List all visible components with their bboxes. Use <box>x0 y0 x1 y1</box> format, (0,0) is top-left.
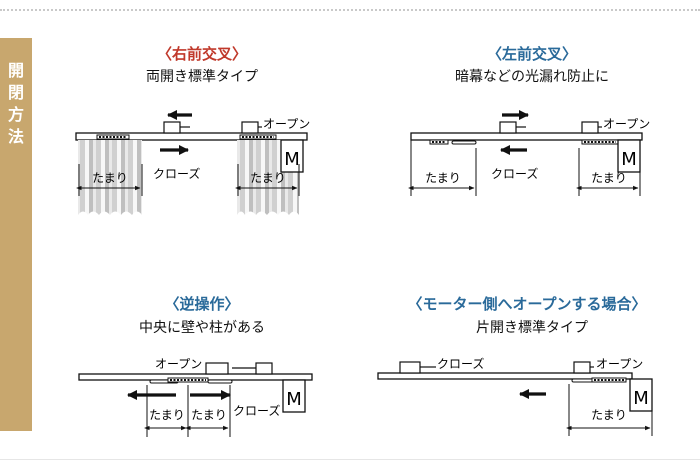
left-cross-subtitle: 暗幕などの光漏れ防止に <box>455 69 609 85</box>
open-label: オープン <box>596 357 643 371</box>
top-dotted-divider <box>0 9 700 11</box>
tamari-label: たまり <box>591 408 627 422</box>
close-label: クローズ <box>153 166 200 181</box>
side-tab: 開閉方法 <box>0 38 32 431</box>
bottom-divider <box>0 459 700 460</box>
open-label: オープン <box>263 117 310 131</box>
master-carrier <box>163 121 181 134</box>
motor-label: M <box>621 149 637 170</box>
close-label: クローズ <box>233 403 280 418</box>
close-label: クローズ <box>491 166 538 181</box>
motor-side-subtitle: 片開き標準タイプ <box>476 320 588 336</box>
rail <box>75 132 308 141</box>
left-cross-title: 〈左前交叉〉 <box>486 45 577 63</box>
reverse-diagram: M たまり たまり クローズ オープン <box>78 357 313 437</box>
motor-box <box>280 139 304 173</box>
right-cross-title: 〈右前交叉〉 <box>156 45 247 63</box>
right-cross-diagram: M たまり たまり クローズ オープン <box>75 109 310 215</box>
motor-side-title: 〈モーター側へオープンする場合〉 <box>407 295 647 313</box>
tamari-left-label: たまり <box>149 408 185 422</box>
reverse-subtitle: 中央に壁や柱がある <box>139 320 265 336</box>
tamari-left-label: たまり <box>425 171 461 185</box>
curtain-left <box>78 140 142 215</box>
open-label: オープン <box>603 117 650 131</box>
tamari-left-label: たまり <box>92 171 128 185</box>
tamari-right-label: たまり <box>191 408 227 422</box>
close-label: クローズ <box>437 356 484 371</box>
side-tab-label: 開閉方法 <box>7 61 24 146</box>
tamari-right-label: たまり <box>591 171 627 185</box>
right-cross-subtitle: 両開き標準タイプ <box>146 69 258 85</box>
reverse-title: 〈逆操作〉 <box>164 295 240 313</box>
tamari-right-label: たまり <box>250 171 286 185</box>
left-cross-diagram: M たまり たまり クローズ オープン <box>408 109 650 196</box>
motor-label: M <box>286 389 302 410</box>
open-label: オープン <box>155 357 202 371</box>
motor-label: M <box>284 149 300 170</box>
motor-side-diagram: M たまり クローズ オープン <box>377 356 653 436</box>
motor-label: M <box>633 388 649 409</box>
